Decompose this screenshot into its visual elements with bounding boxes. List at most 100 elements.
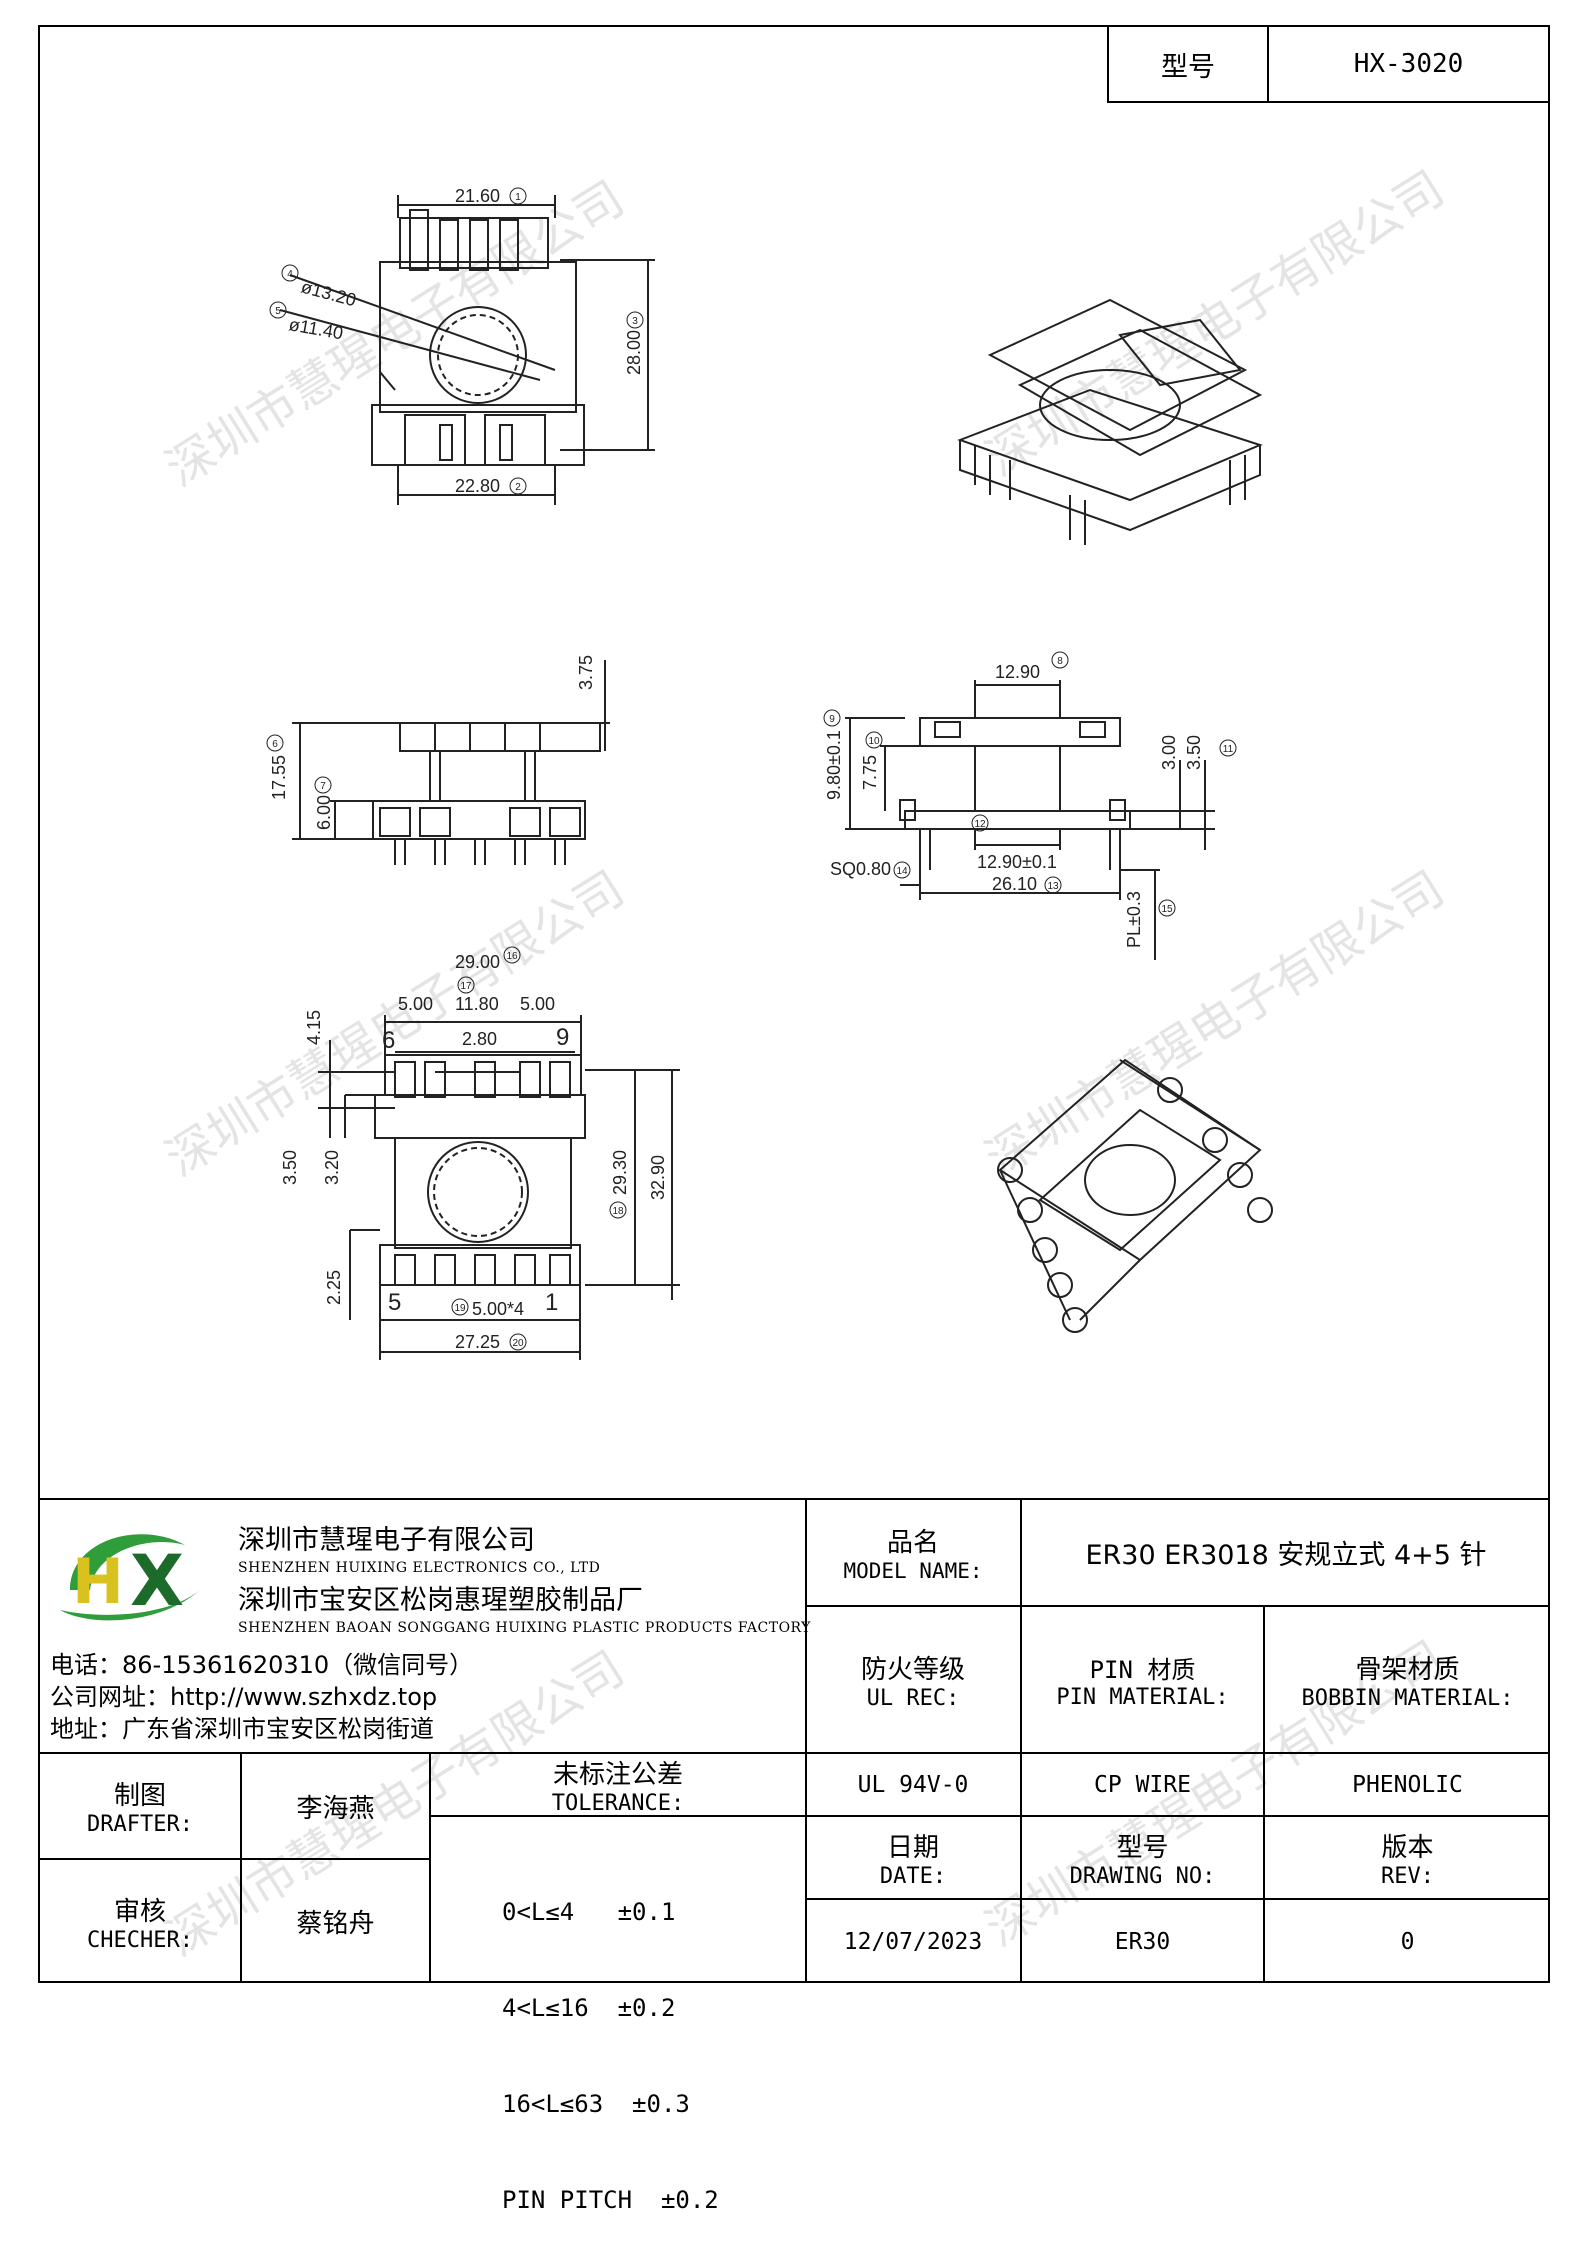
dim-text: 3.20	[322, 1150, 342, 1185]
dim-text: ø11.40	[287, 314, 344, 343]
model-header: 型号 HX-3020	[1107, 25, 1550, 103]
callout: 17	[460, 981, 472, 992]
pin-label: 5	[388, 1289, 401, 1316]
model-name-label: 品名 MODEL NAME:	[843, 1528, 983, 1583]
factory-name-cn: 深圳市宝安区松岗惠瑆塑胶制品厂	[238, 1585, 643, 1616]
dim-text: 17.55	[269, 755, 289, 800]
rule	[806, 1605, 1550, 1607]
callout: 5	[275, 306, 281, 317]
logo-letter-h: H	[72, 1545, 124, 1618]
tolerance-line: PIN PITCH ±0.2	[502, 2186, 719, 2214]
dim-text: 28.00	[624, 330, 644, 375]
company-name-en: SHENZHEN HUIXING ELECTRONICS CO., LTD	[238, 1560, 601, 1576]
callout: 7	[320, 781, 326, 792]
tolerance-line: 4<L≤16 ±0.2	[502, 1994, 676, 2022]
dim-text: 2.80	[462, 1029, 497, 1049]
bobbin-material-label: 骨架材质 BOBBIN MATERIAL:	[1301, 1654, 1514, 1711]
iso-view-bottom	[997, 1058, 1273, 1333]
dim-text: 3.75	[576, 655, 596, 690]
company-address: 地址：广东省深圳市宝安区松岗街道	[50, 1715, 434, 1743]
date-label: 日期 DATE:	[879, 1832, 947, 1889]
revision-label: 版本 REV:	[1381, 1832, 1434, 1889]
callout: 15	[1161, 904, 1173, 915]
company-logo: H X	[60, 1534, 200, 1622]
dim-text: PL±0.3	[1124, 891, 1144, 948]
company-website: 公司网址：http://www.szhxdz.top	[50, 1683, 438, 1711]
dim-text: 26.10	[992, 874, 1037, 894]
pin-label: 9	[556, 1024, 569, 1051]
model-label: 型号	[1109, 27, 1269, 101]
rule	[429, 1752, 431, 1983]
callout: 8	[1057, 656, 1063, 667]
callout: 20	[512, 1338, 524, 1349]
dim-text: 3.50	[1184, 735, 1204, 770]
dim-text: 12.90±0.1	[977, 852, 1057, 872]
dim-text: 12.90	[995, 662, 1040, 682]
dim-text: 29.00	[455, 952, 500, 972]
revision-value: 0	[1400, 1928, 1415, 1955]
drawing-no-label: 型号 DRAWING NO:	[1069, 1832, 1216, 1889]
tolerance-label: 未标注公差 TOLERANCE:	[551, 1759, 685, 1816]
rule	[38, 1498, 1550, 1500]
rule	[1263, 1605, 1265, 1983]
side-view	[292, 660, 610, 865]
dim-text: 9.80±0.1	[824, 730, 844, 800]
iso-view-top	[957, 298, 1263, 545]
dim-text: SQ0.80	[830, 859, 891, 879]
callout: 11	[1223, 744, 1234, 755]
dim-text: 5.00	[398, 994, 433, 1014]
top-view	[279, 195, 655, 505]
logo-letter-x: X	[130, 1540, 184, 1622]
dim-text: 5.00*4	[472, 1299, 524, 1319]
bottom-view	[318, 1015, 680, 1360]
rule	[430, 1815, 1550, 1817]
technical-drawing: 21.60 22.80 28.00 ø13.20 ø11.40 3.75 17.…	[266, 186, 1273, 1360]
dim-text: 21.60	[455, 186, 500, 206]
dim-text: 7.75	[860, 755, 880, 790]
callout: 16	[506, 951, 518, 962]
company-phone: 电话：86-15361620310（微信同号）	[50, 1651, 474, 1679]
callout: 19	[454, 1303, 466, 1314]
tolerance-list: 0<L≤4 ±0.1 4<L≤16 ±0.2 16<L≤63 ±0.3 PIN …	[502, 1832, 719, 2248]
dim-text: 3.50	[280, 1150, 300, 1185]
pin-material-value: CP WIRE	[1094, 1771, 1191, 1798]
callout: 3	[632, 316, 638, 327]
callout: 14	[896, 866, 908, 877]
checker-label: 审核 CHECHER:	[87, 1896, 193, 1953]
callout: 12	[974, 819, 986, 830]
pin-material-label: PIN 材质 PIN MATERIAL:	[1056, 1655, 1229, 1710]
pin-label: 6	[382, 1027, 395, 1054]
bobbin-material-value: PHENOLIC	[1352, 1771, 1463, 1798]
ul-rec-value: UL 94V-0	[857, 1771, 969, 1798]
dim-text: 11.80	[455, 994, 499, 1014]
rule	[1020, 1498, 1022, 1983]
dim-text: 29.30	[610, 1150, 630, 1195]
tolerance-line: 16<L≤63 ±0.3	[502, 2090, 690, 2118]
dim-text: 22.80	[455, 476, 500, 496]
dim-text: 27.25	[455, 1332, 500, 1352]
model-name-value: ER30 ER3018 安规立式 4+5 针	[1085, 1540, 1487, 1571]
rule	[38, 1858, 430, 1860]
dim-text: 3.00	[1159, 735, 1179, 770]
checker-name: 蔡铭舟	[296, 1909, 375, 1939]
date-value: 12/07/2023	[843, 1928, 983, 1955]
tolerance-line: 0<L≤4 ±0.1	[502, 1898, 676, 1926]
company-name-cn: 深圳市慧瑆电子有限公司	[238, 1525, 535, 1556]
callout: 2	[515, 482, 521, 493]
callout: 6	[272, 739, 278, 750]
dim-text: 4.15	[304, 1010, 324, 1045]
factory-name-en: SHENZHEN BAOAN SONGGANG HUIXING PLASTIC …	[238, 1620, 811, 1636]
dim-text: 32.90	[648, 1155, 668, 1200]
rule	[240, 1752, 242, 1983]
callout: 9	[829, 714, 835, 725]
callout: 4	[287, 269, 293, 280]
front-view	[845, 680, 1215, 960]
callout: 10	[868, 736, 880, 747]
pin-label: 1	[545, 1289, 558, 1316]
callout: 18	[612, 1206, 624, 1217]
dim-text: 2.25	[324, 1270, 344, 1305]
dim-text: 5.00	[520, 994, 555, 1014]
dim-text: 6.00	[314, 795, 334, 830]
model-value: HX-3020	[1353, 49, 1464, 79]
rule	[805, 1498, 807, 1983]
